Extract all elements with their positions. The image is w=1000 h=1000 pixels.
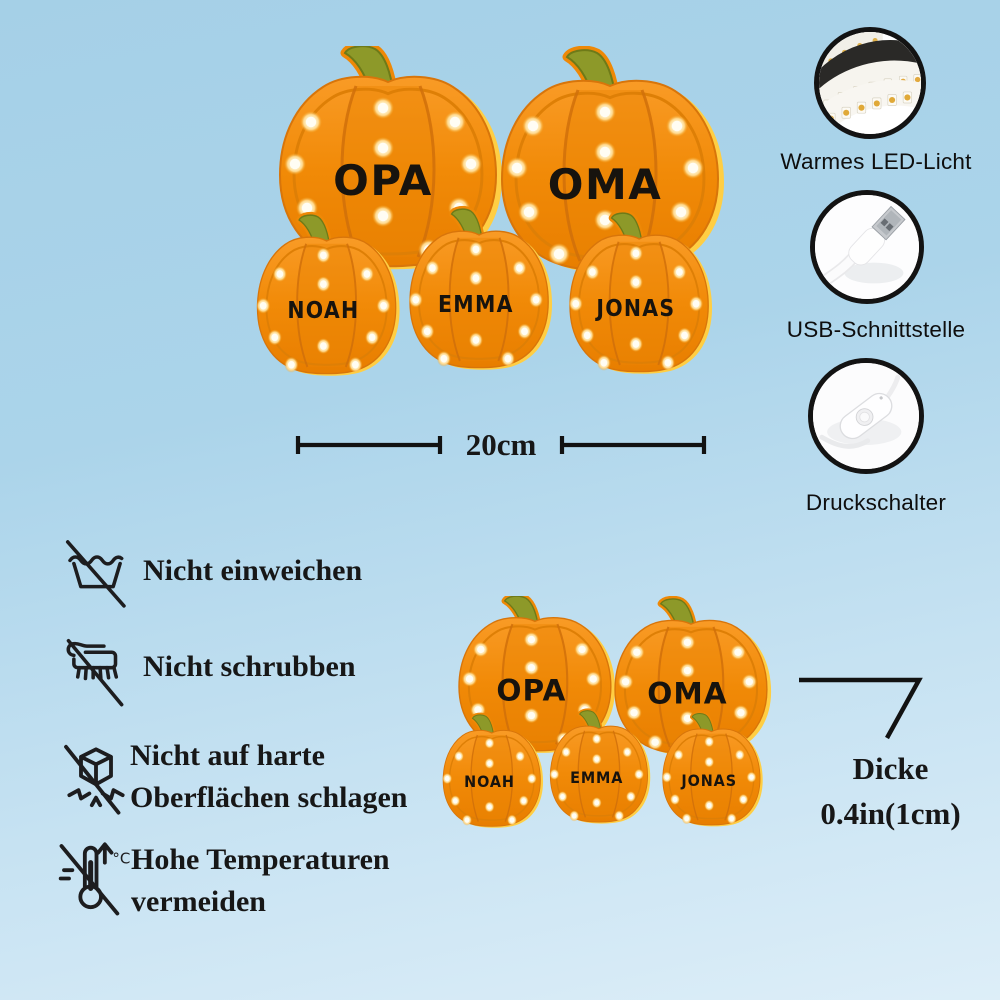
big-pumpkin-name-2: OMA xyxy=(548,160,663,209)
care-text-4: Hohe Temperaturen vermeiden xyxy=(131,839,390,923)
usb-plug-photo xyxy=(810,190,924,304)
dimension-line-left xyxy=(295,436,443,454)
width-dimension-label: 20cm xyxy=(465,427,537,462)
big-pumpkin-opa: OPA xyxy=(280,46,502,269)
push-switch-icon xyxy=(813,363,919,469)
dimension-line-right xyxy=(559,436,707,454)
small-pumpkin-name-3: JONAS xyxy=(594,296,675,322)
thickness-value: 0.4in(1cm) xyxy=(820,796,961,831)
pumpkin-light-photo-main: OPA OMA JONAS EMMA NOAH xyxy=(253,46,748,386)
care-text-3-line2: Oberflächen schlagen xyxy=(130,781,408,814)
small-pumpkin-noah: NOAH xyxy=(256,215,399,376)
pumpkin-light-photo-small xyxy=(440,596,788,835)
usb-plug-icon xyxy=(815,195,919,299)
thickness-leader-line xyxy=(799,677,923,740)
small-pumpkin-name-2: EMMA xyxy=(438,292,514,318)
thickness-title: Dicke xyxy=(852,751,929,786)
care-text-2-line1: Nicht schrubben xyxy=(143,650,356,683)
care-text-1: Nicht einweichen xyxy=(143,550,362,592)
push-switch-photo xyxy=(808,358,924,474)
small-pumpkin-jonas: JONAS xyxy=(569,213,712,374)
care-text-4-line2: vermeiden xyxy=(131,885,266,918)
no-hard-impact-icon xyxy=(56,736,136,816)
care-text-2: Nicht schrubben xyxy=(143,646,356,688)
small-pumpkin-emma: EMMA xyxy=(409,209,552,370)
thickness-label: Dicke 0.4in(1cm) xyxy=(798,746,983,836)
care-text-3-line1: Nicht auf harte xyxy=(130,739,325,772)
no-soaking-icon xyxy=(60,535,134,609)
care-text-4-line1: Hohe Temperaturen xyxy=(131,843,390,876)
big-pumpkin-oma: OMA xyxy=(502,50,724,273)
big-pumpkin-name-1: OPA xyxy=(333,156,433,205)
care-text-3: Nicht auf harte Oberflächen schlagen xyxy=(130,735,408,819)
avoid-high-temp-icon: °C xyxy=(54,836,134,916)
no-scrubbing-icon xyxy=(60,633,134,707)
small-pumpkin-name-1: NOAH xyxy=(287,298,359,324)
feature-label-switch: Druckschalter xyxy=(805,490,947,515)
care-text-1-line1: Nicht einweichen xyxy=(143,554,363,587)
feature-label-usb: USB-Schnittstelle xyxy=(786,317,966,342)
led-strip-photo xyxy=(814,27,926,139)
feature-label-led: Warmes LED-Licht xyxy=(780,149,972,174)
temp-unit-label: °C xyxy=(112,850,130,868)
led-strip-icon xyxy=(819,32,921,134)
width-dimension: 20cm xyxy=(294,427,708,462)
